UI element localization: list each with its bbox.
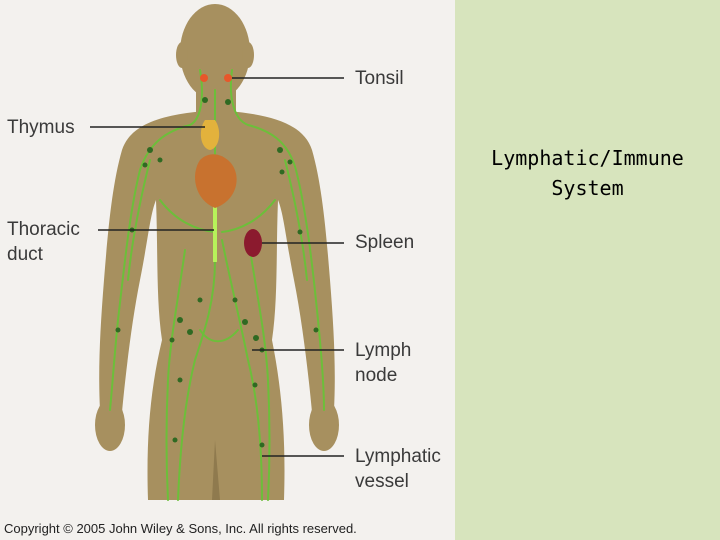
heart-organ bbox=[195, 154, 237, 208]
tonsils bbox=[200, 74, 232, 82]
side-panel: Lymphatic/Immune System bbox=[455, 0, 720, 540]
lymphatic-vessels bbox=[109, 69, 325, 501]
lymph-nodes bbox=[115, 97, 319, 448]
label-thymus: Thymus bbox=[7, 117, 75, 138]
label-thoracic-duct-line1: Thoracic bbox=[7, 219, 80, 240]
label-thoracic-duct-line2: duct bbox=[7, 244, 43, 265]
leg-gap-shadow bbox=[212, 440, 220, 500]
label-lymphatic-vessel-line1: Lymphatic bbox=[355, 446, 441, 467]
thymus-organ bbox=[200, 120, 220, 150]
label-spleen: Spleen bbox=[355, 232, 415, 253]
lymphatic-system-diagram: Tonsil Thymus Thoracic duct Spleen Lymph… bbox=[0, 0, 455, 540]
copyright-notice: Copyright © 2005 John Wiley & Sons, Inc.… bbox=[4, 521, 357, 536]
label-lymphatic-vessel-line2: vessel bbox=[355, 471, 409, 492]
slide-title-line2: System bbox=[551, 176, 624, 200]
label-lymph-node-line2: node bbox=[355, 365, 398, 386]
label-lymph-node-line1: Lymph bbox=[355, 340, 412, 361]
slide-title: Lymphatic/Immune System bbox=[455, 143, 720, 203]
slide-title-line1: Lymphatic/Immune bbox=[491, 146, 684, 170]
leader-lines bbox=[90, 77, 344, 457]
label-tonsil: Tonsil bbox=[355, 68, 404, 89]
body-illustration bbox=[90, 4, 344, 501]
spleen-organ bbox=[244, 229, 262, 257]
